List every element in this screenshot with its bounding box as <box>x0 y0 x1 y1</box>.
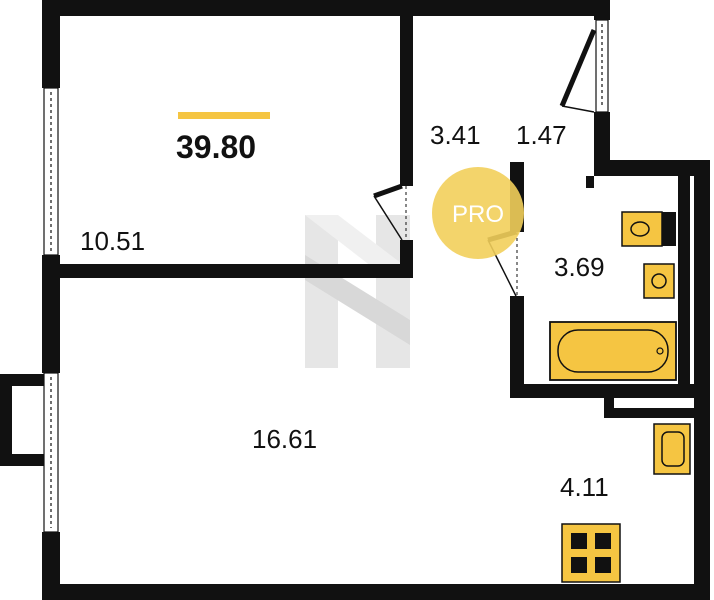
window-icon <box>43 19 609 533</box>
total-area: 39.80 <box>176 129 256 165</box>
kitchen-area: 4.11 <box>560 472 609 502</box>
accent-bar <box>178 112 270 119</box>
room-area: 10.51 <box>80 226 145 256</box>
living-area: 16.61 <box>252 424 317 454</box>
hall-area: 3.41 <box>430 120 481 150</box>
bathroom-area: 3.69 <box>554 252 605 282</box>
pro-badge: PRO <box>432 167 524 259</box>
watermark-logo-icon <box>305 215 410 368</box>
bathtub-icon <box>549 321 677 381</box>
pro-badge-label: PRO <box>452 201 504 228</box>
stove-icon <box>561 523 621 583</box>
kitchen-sink-icon <box>653 423 691 475</box>
niche-area: 1.47 <box>516 120 567 150</box>
sink-icon <box>643 263 675 299</box>
toilet-icon <box>621 211 676 247</box>
